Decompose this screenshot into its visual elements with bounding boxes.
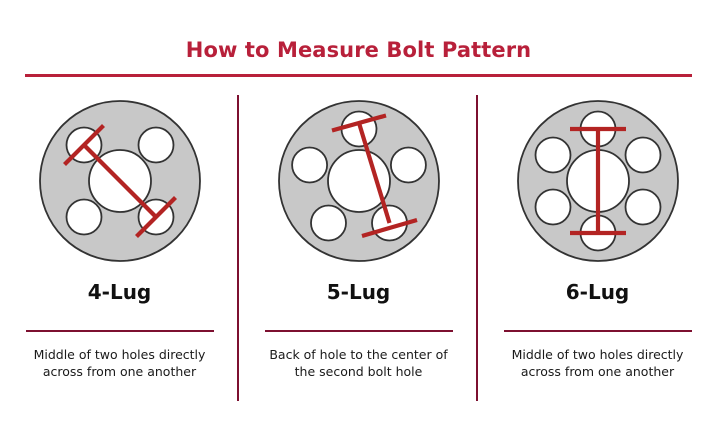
wheel-4-lug-drawing <box>38 100 201 262</box>
wheel-6-lug-icon <box>508 92 688 270</box>
lug-label-four: 4-Lug <box>87 280 152 304</box>
wheel-4-lug-icon <box>30 92 210 270</box>
column-five-lug: 5-Lug Back of hole to the center of the … <box>239 86 478 406</box>
lug-pattern-columns: 4-Lug Middle of two holes directly acros… <box>0 86 717 406</box>
title-underline-rule <box>25 74 692 77</box>
column-four-lug: 4-Lug Middle of two holes directly acros… <box>0 86 239 406</box>
lug-label-five: 5-Lug <box>326 280 391 304</box>
wheel-6-lug-drawing <box>516 100 679 262</box>
caption-five-lug: Back of hole to the center of the second… <box>269 347 448 379</box>
wheel-5-lug-drawing <box>277 100 440 262</box>
lug-label-six: 6-Lug <box>565 280 630 304</box>
column-divider-one <box>237 95 239 401</box>
caption-rule-five <box>264 330 453 332</box>
column-six-lug: 6-Lug Middle of two holes directly acros… <box>478 86 717 406</box>
column-divider-two <box>476 95 478 401</box>
caption-four-lug: Middle of two holes directly across from… <box>33 347 206 379</box>
wheel-5-lug-icon <box>269 92 449 270</box>
page-title: How to Measure Bolt Pattern <box>185 38 532 62</box>
caption-rule-six <box>503 330 692 332</box>
caption-six-lug: Middle of two holes directly across from… <box>511 347 684 379</box>
caption-rule-four <box>25 330 214 332</box>
